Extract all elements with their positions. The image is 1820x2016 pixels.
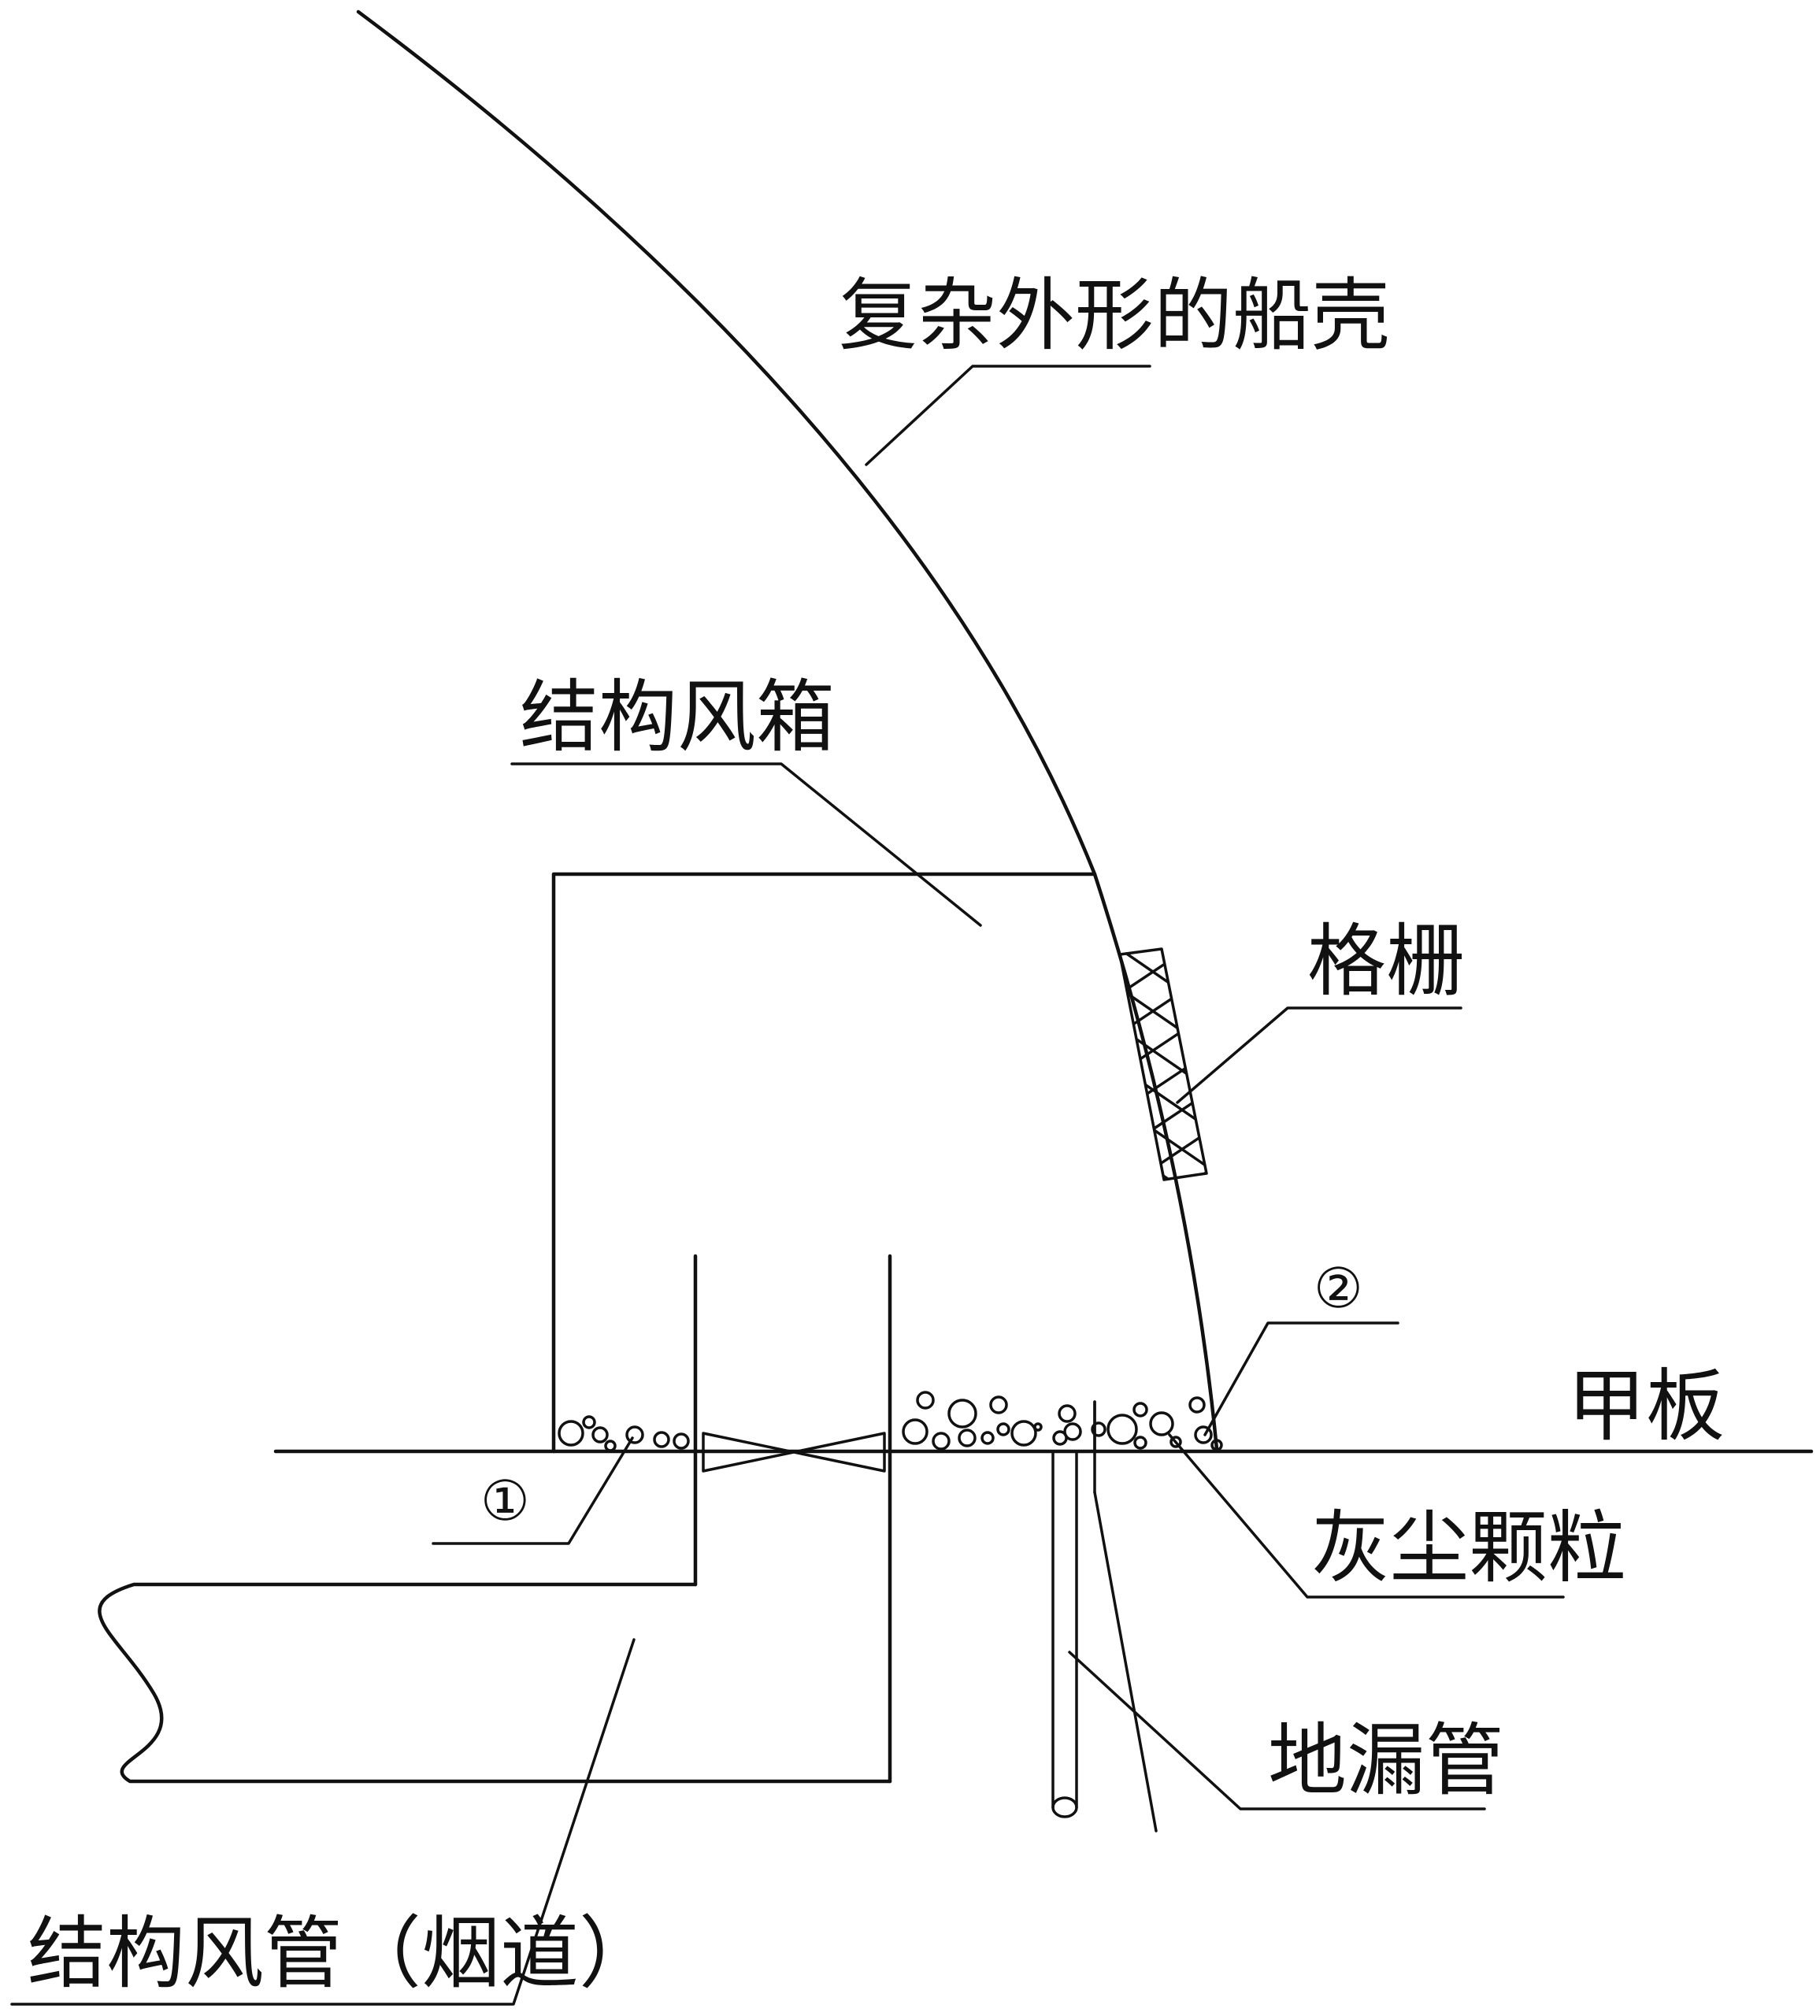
label-marker-1: ① [480, 1469, 530, 1533]
leader-air-box [510, 762, 982, 927]
leader-drain-pipe [1068, 1651, 1486, 1810]
label-deck: 甲板 [1567, 1360, 1725, 1452]
leader-hull [865, 365, 1151, 466]
air-box-outline [551, 872, 1097, 1454]
dust-particles-main [902, 1391, 1223, 1451]
leader-air-duct [10, 1638, 636, 2006]
label-grille: 格栅 [1307, 915, 1465, 1007]
label-marker-2: ② [1314, 1256, 1363, 1321]
grille [1118, 947, 1208, 1181]
label-air-box: 结构风箱 [520, 671, 835, 763]
damper-valve [702, 1432, 886, 1473]
label-dust: 灰尘颗粒 [1311, 1502, 1626, 1594]
dust-particles-1 [558, 1415, 690, 1452]
air-duct-outline [98, 1582, 892, 1784]
label-drain-pipe: 地漏管 [1268, 1714, 1504, 1807]
ship-hull-line [356, 9, 1219, 1451]
label-air-duct: 结构风管（烟道） [28, 1907, 658, 1999]
leader-grille [1176, 1006, 1462, 1104]
floor-drain-pipe [1051, 1400, 1158, 1833]
leader-dust [1168, 1433, 1565, 1599]
label-hull: 复杂外形的船壳 [839, 269, 1390, 361]
leader-marker-2 [1203, 1321, 1399, 1436]
leader-marker-1 [432, 1436, 634, 1545]
